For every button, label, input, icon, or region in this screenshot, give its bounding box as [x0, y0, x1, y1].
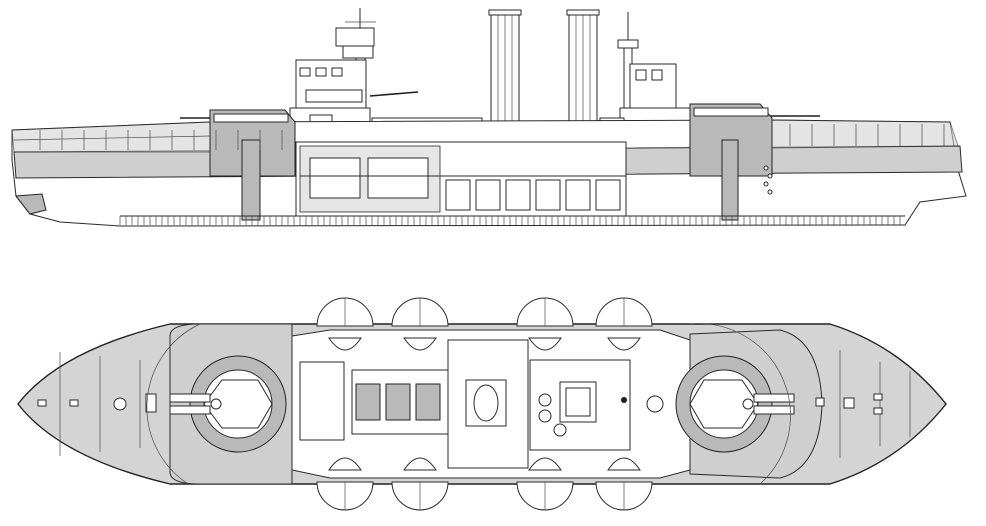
boat-bottom [328, 457, 362, 471]
porthole [763, 165, 769, 171]
upper-hull-band [11, 121, 211, 153]
profile-view [11, 8, 967, 227]
stern-rudder [15, 193, 47, 215]
boat-bottom [528, 457, 562, 471]
aft-turret-arc [689, 323, 791, 485]
hull-details [13, 124, 945, 195]
boat-top [607, 337, 641, 351]
deck-fittings [37, 393, 883, 415]
fore-turret-plan [169, 323, 293, 485]
boat-top [328, 337, 362, 351]
deck-planking [59, 350, 911, 458]
porthole [767, 189, 773, 195]
main-mast-plan [646, 395, 664, 413]
aft-turret-profile [689, 103, 773, 221]
conning-area [299, 361, 345, 441]
porthole [767, 173, 773, 179]
fore-funnel [488, 9, 522, 141]
aft-funnel [566, 9, 600, 141]
boat-bottom [403, 457, 437, 471]
boat-top [528, 337, 562, 351]
double-bottom [119, 215, 905, 225]
plan-view [17, 297, 947, 511]
machinery-cutaway [295, 141, 627, 217]
boat-top [403, 337, 437, 351]
porthole [763, 181, 769, 187]
boats-and-sponsons [146, 297, 791, 511]
boat-bottom [607, 457, 641, 471]
deck-line [13, 135, 211, 141]
fore-turret-arc [146, 323, 201, 485]
fore-turret-profile [209, 109, 296, 221]
aft-turret-plan [675, 329, 823, 479]
